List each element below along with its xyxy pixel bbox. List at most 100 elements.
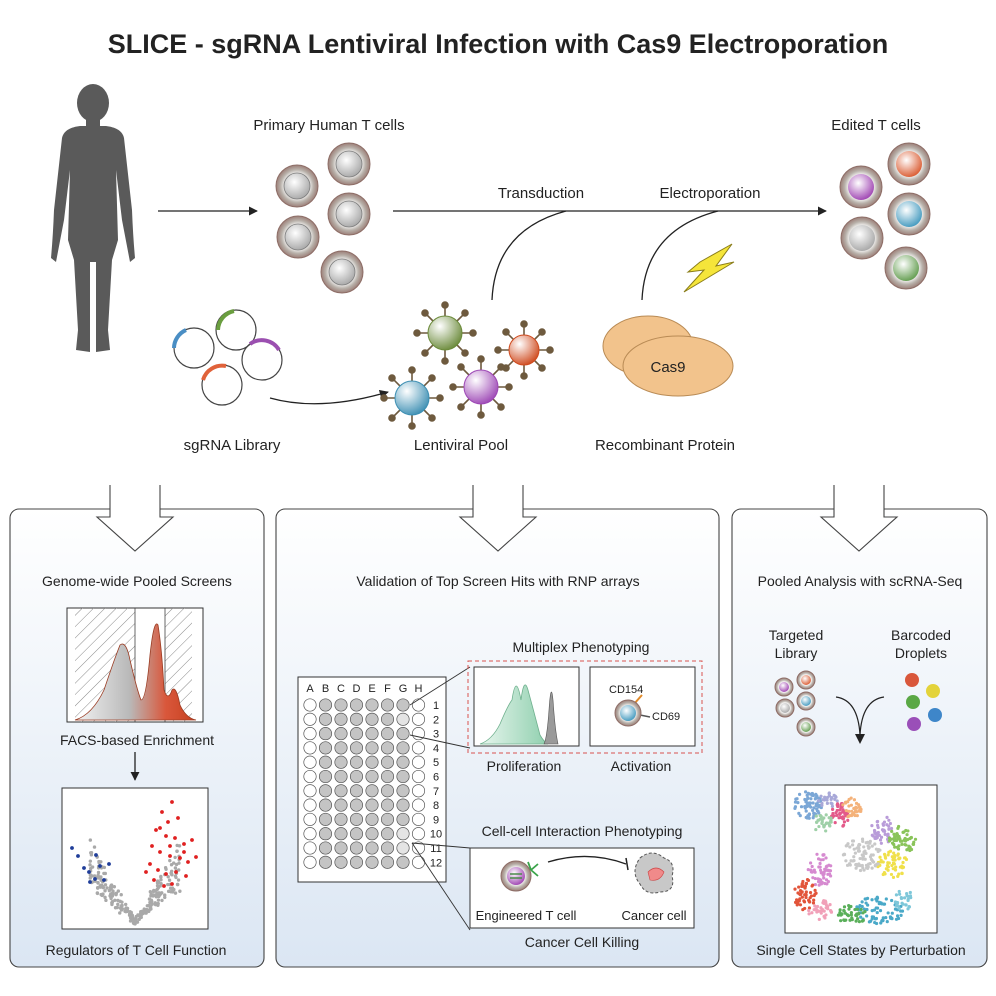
volcano-point — [116, 889, 121, 893]
umap-cell-point — [882, 852, 887, 856]
umap-cell-point — [819, 794, 823, 798]
umap-cell-point — [903, 836, 907, 841]
plate-well — [303, 841, 317, 855]
umap-cell-point — [842, 820, 847, 824]
umap-cell-point — [860, 863, 864, 868]
umap-cell-point — [819, 882, 824, 886]
volcano-down-point — [98, 864, 102, 868]
umap-cell-point — [895, 833, 900, 837]
umap-cell-point — [900, 901, 904, 905]
umap-cell-point — [847, 804, 851, 808]
umap-plot — [784, 784, 938, 934]
volcano-up-point — [158, 826, 162, 830]
multiplex-frame — [467, 660, 703, 754]
umap-cell-point — [821, 858, 825, 862]
umap-cell-point — [842, 918, 846, 922]
plate-well — [365, 712, 379, 726]
umap-cell-point — [821, 853, 825, 857]
umap-cell-point — [908, 890, 912, 895]
umap-cell-point — [876, 825, 880, 830]
umap-cell-point — [814, 792, 818, 796]
page-title: SLICE - sgRNA Lentiviral Infection with … — [108, 29, 889, 59]
umap-cell-point — [881, 918, 885, 922]
down-arrow-left — [95, 485, 175, 552]
umap-cell-point — [823, 916, 827, 920]
plate-well — [411, 712, 426, 726]
volcano-point — [99, 892, 103, 897]
plate-well — [411, 727, 426, 741]
umap-cell-point — [904, 903, 908, 907]
umap-cell-point — [909, 895, 913, 900]
umap-cell-point — [848, 814, 852, 818]
umap-cell-point — [901, 860, 905, 865]
umap-cell-point — [816, 796, 821, 800]
volcano-point — [109, 883, 114, 887]
plate-well — [411, 798, 426, 812]
umap-cell-point — [900, 864, 904, 868]
umap-cell-point — [797, 892, 802, 896]
umap-cell-point — [824, 829, 828, 833]
umap-cell-point — [898, 856, 902, 860]
plate-well — [318, 812, 333, 826]
volcano-up-point — [182, 842, 186, 846]
umap-cell-point — [907, 905, 911, 909]
plate-row-label: 2 — [433, 714, 439, 726]
umap-cell-point — [890, 916, 894, 921]
umap-cell-point — [795, 898, 799, 902]
volcano-point — [95, 891, 100, 896]
primary-tcell-cluster — [275, 142, 371, 294]
umap-cell-point — [816, 857, 821, 861]
umap-cell-point — [887, 836, 892, 840]
umap-cell-point — [870, 917, 874, 921]
umap-cell-point — [859, 907, 863, 912]
umap-cell-point — [878, 838, 883, 842]
middle-panel-title: Validation of Top Screen Hits with RNP a… — [356, 573, 639, 589]
umap-cell-point — [855, 907, 860, 911]
umap-cell-point — [855, 912, 859, 916]
umap-cell-point — [860, 837, 865, 841]
umap-cell-point — [885, 920, 889, 924]
volcano-up-point — [144, 870, 148, 874]
barcoded-droplets-label-2: Droplets — [895, 645, 947, 661]
umap-cell-point — [893, 853, 897, 858]
umap-cell-point — [807, 908, 811, 913]
volcano-point — [150, 899, 154, 904]
umap-cell-point — [864, 863, 869, 867]
umap-cell-point — [883, 832, 887, 836]
volcano-up-point — [194, 855, 198, 859]
umap-cell-point — [830, 795, 834, 800]
umap-cell-point — [891, 861, 896, 865]
plate-well — [411, 812, 426, 826]
plate-well — [303, 812, 317, 826]
umap-cell-point — [911, 842, 916, 847]
barcoded-droplets — [905, 673, 942, 731]
volcano-point — [124, 909, 128, 914]
volcano-up-point — [162, 884, 166, 888]
plate-well — [349, 784, 364, 798]
plate-well — [303, 798, 317, 812]
umap-cell-point — [867, 920, 871, 924]
umap-cell-point — [807, 801, 812, 805]
umap-cell-point — [813, 882, 817, 887]
right-panel-title: Pooled Analysis with scRNA-Seq — [758, 573, 963, 589]
lentiviral-pool-icon — [380, 301, 554, 430]
umap-cell-point — [804, 809, 808, 813]
umap-cell-point — [889, 872, 894, 877]
volcano-point — [96, 870, 101, 875]
plate-row-label: 7 — [433, 786, 439, 798]
umap-cell-point — [842, 905, 847, 909]
umap-cell-point — [811, 808, 815, 813]
volcano-point — [88, 873, 93, 877]
umap-cell-point — [824, 797, 828, 801]
volcano-point — [123, 902, 128, 907]
plate-well — [334, 769, 348, 784]
umap-cell-point — [908, 846, 912, 851]
volcano-point — [88, 876, 92, 880]
umap-cell-point — [900, 871, 904, 876]
umap-cell-point — [855, 905, 859, 909]
plate-well — [396, 755, 410, 769]
umap-cell-point — [814, 814, 818, 818]
umap-cell-point — [885, 815, 889, 819]
umap-cell-point — [838, 910, 842, 915]
plate-well — [334, 784, 348, 798]
